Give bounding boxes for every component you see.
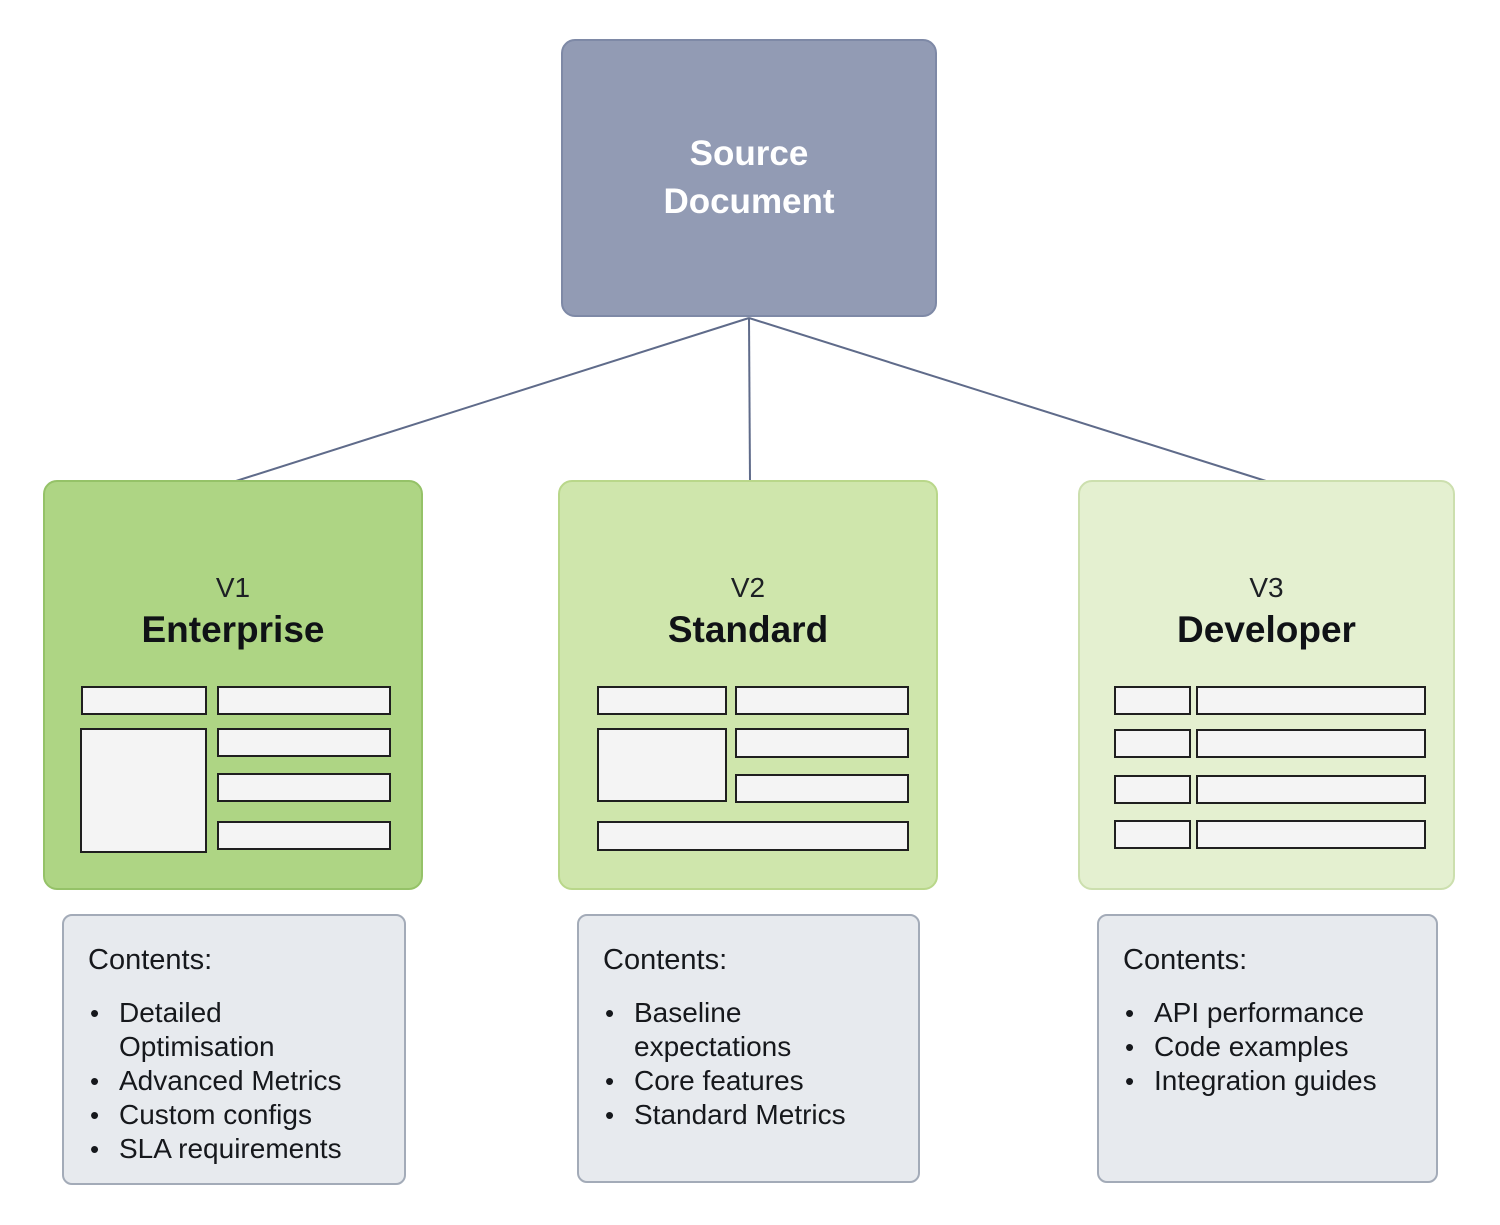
version-label: V1 bbox=[215, 572, 251, 603]
thumbnail-rect bbox=[597, 728, 727, 802]
thumbnail-rect bbox=[1196, 820, 1426, 849]
contents-title: Contents: bbox=[603, 944, 728, 976]
contents-item: Baseline expectations bbox=[603, 996, 892, 1064]
version-card-v2: V2 Standard bbox=[558, 480, 938, 890]
connector-line-v3 bbox=[748, 317, 1267, 482]
contents-list: API performance Code examples Integratio… bbox=[1123, 996, 1410, 1098]
version-name: Developer bbox=[1177, 609, 1356, 650]
contents-item: Integration guides bbox=[1123, 1064, 1410, 1098]
thumbnail-rect bbox=[81, 686, 207, 715]
thumbnail-rect bbox=[217, 686, 391, 715]
thumbnail-rect bbox=[1196, 775, 1426, 804]
thumbnail-rect bbox=[1196, 686, 1426, 715]
contents-list: Baseline expectations Core features Stan… bbox=[603, 996, 892, 1132]
source-document-title: Source Document bbox=[663, 134, 835, 221]
connector-line-v2 bbox=[748, 317, 751, 482]
version-name: Enterprise bbox=[141, 609, 325, 650]
thumbnail-rect bbox=[1114, 775, 1191, 804]
thumbnail-rect bbox=[217, 773, 391, 802]
contents-card-v2: Contents: Baseline expectations Core fea… bbox=[577, 914, 920, 1183]
thumbnail-rect bbox=[597, 686, 727, 715]
contents-title: Contents: bbox=[88, 944, 213, 976]
contents-card-v1: Contents: Detailed Optimisation Advanced… bbox=[62, 914, 406, 1185]
thumbnail-rect bbox=[80, 728, 207, 853]
contents-list: Detailed Optimisation Advanced Metrics C… bbox=[88, 996, 378, 1166]
thumbnail-rect bbox=[735, 774, 909, 803]
contents-item: API performance bbox=[1123, 996, 1410, 1030]
contents-item: Custom configs bbox=[88, 1098, 378, 1132]
thumbnail-rect bbox=[735, 728, 909, 758]
thumbnail-rect bbox=[735, 686, 909, 715]
contents-title: Contents: bbox=[1123, 944, 1248, 976]
version-card-v3: V3 Developer bbox=[1078, 480, 1455, 890]
thumbnail-rect bbox=[217, 821, 391, 850]
thumbnail-rect bbox=[217, 728, 391, 757]
contents-item: Core features bbox=[603, 1064, 892, 1098]
source-document-node: Source Document bbox=[561, 39, 937, 317]
thumbnail-rect bbox=[597, 821, 909, 851]
version-label: V3 bbox=[1249, 572, 1284, 603]
version-name: Standard bbox=[667, 609, 829, 650]
version-card-v1: V1 Enterprise bbox=[43, 480, 423, 890]
thumbnail-rect bbox=[1114, 729, 1191, 758]
thumbnail-rect bbox=[1196, 729, 1426, 758]
contents-item: Detailed Optimisation bbox=[88, 996, 378, 1064]
contents-item: SLA requirements bbox=[88, 1132, 378, 1166]
connector-line-v1 bbox=[235, 317, 750, 482]
contents-item: Code examples bbox=[1123, 1030, 1410, 1064]
contents-item: Standard Metrics bbox=[603, 1098, 892, 1132]
thumbnail-rect bbox=[1114, 820, 1191, 849]
version-label: V2 bbox=[730, 572, 766, 603]
contents-item: Advanced Metrics bbox=[88, 1064, 378, 1098]
thumbnail-rect bbox=[1114, 686, 1191, 715]
contents-card-v3: Contents: API performance Code examples … bbox=[1097, 914, 1438, 1183]
